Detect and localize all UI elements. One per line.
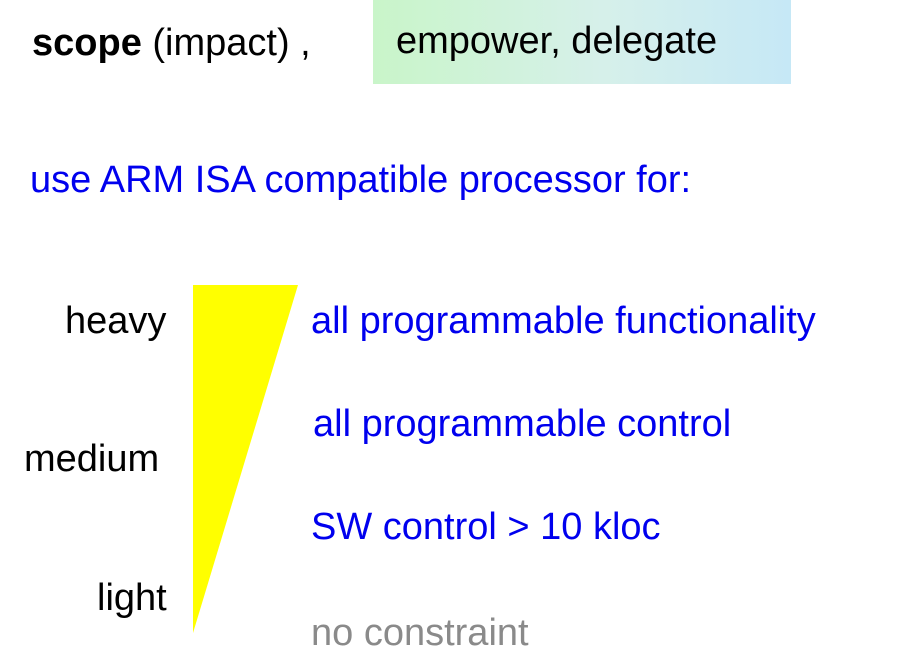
impact-wedge-shape bbox=[193, 285, 298, 633]
item-control: all programmable control bbox=[313, 403, 732, 445]
level-heavy-label: heavy bbox=[65, 300, 167, 342]
item-no-constraint: no constraint bbox=[311, 612, 529, 654]
scope-title: scope (impact) , bbox=[32, 24, 311, 62]
impact-wedge bbox=[193, 285, 298, 633]
headline: use ARM ISA compatible processor for: bbox=[30, 159, 692, 201]
scope-bold-label: scope bbox=[32, 22, 142, 64]
item-sw-control: SW control > 10 kloc bbox=[311, 506, 661, 548]
tag-highlight-box bbox=[373, 0, 791, 84]
level-medium-label: medium bbox=[24, 438, 160, 480]
scope-impact-label: (impact) , bbox=[141, 22, 311, 64]
item-functionality: all programmable functionality bbox=[311, 300, 816, 342]
level-light-label: light bbox=[97, 577, 167, 619]
empower-delegate-label: empower, delegate bbox=[396, 20, 718, 62]
